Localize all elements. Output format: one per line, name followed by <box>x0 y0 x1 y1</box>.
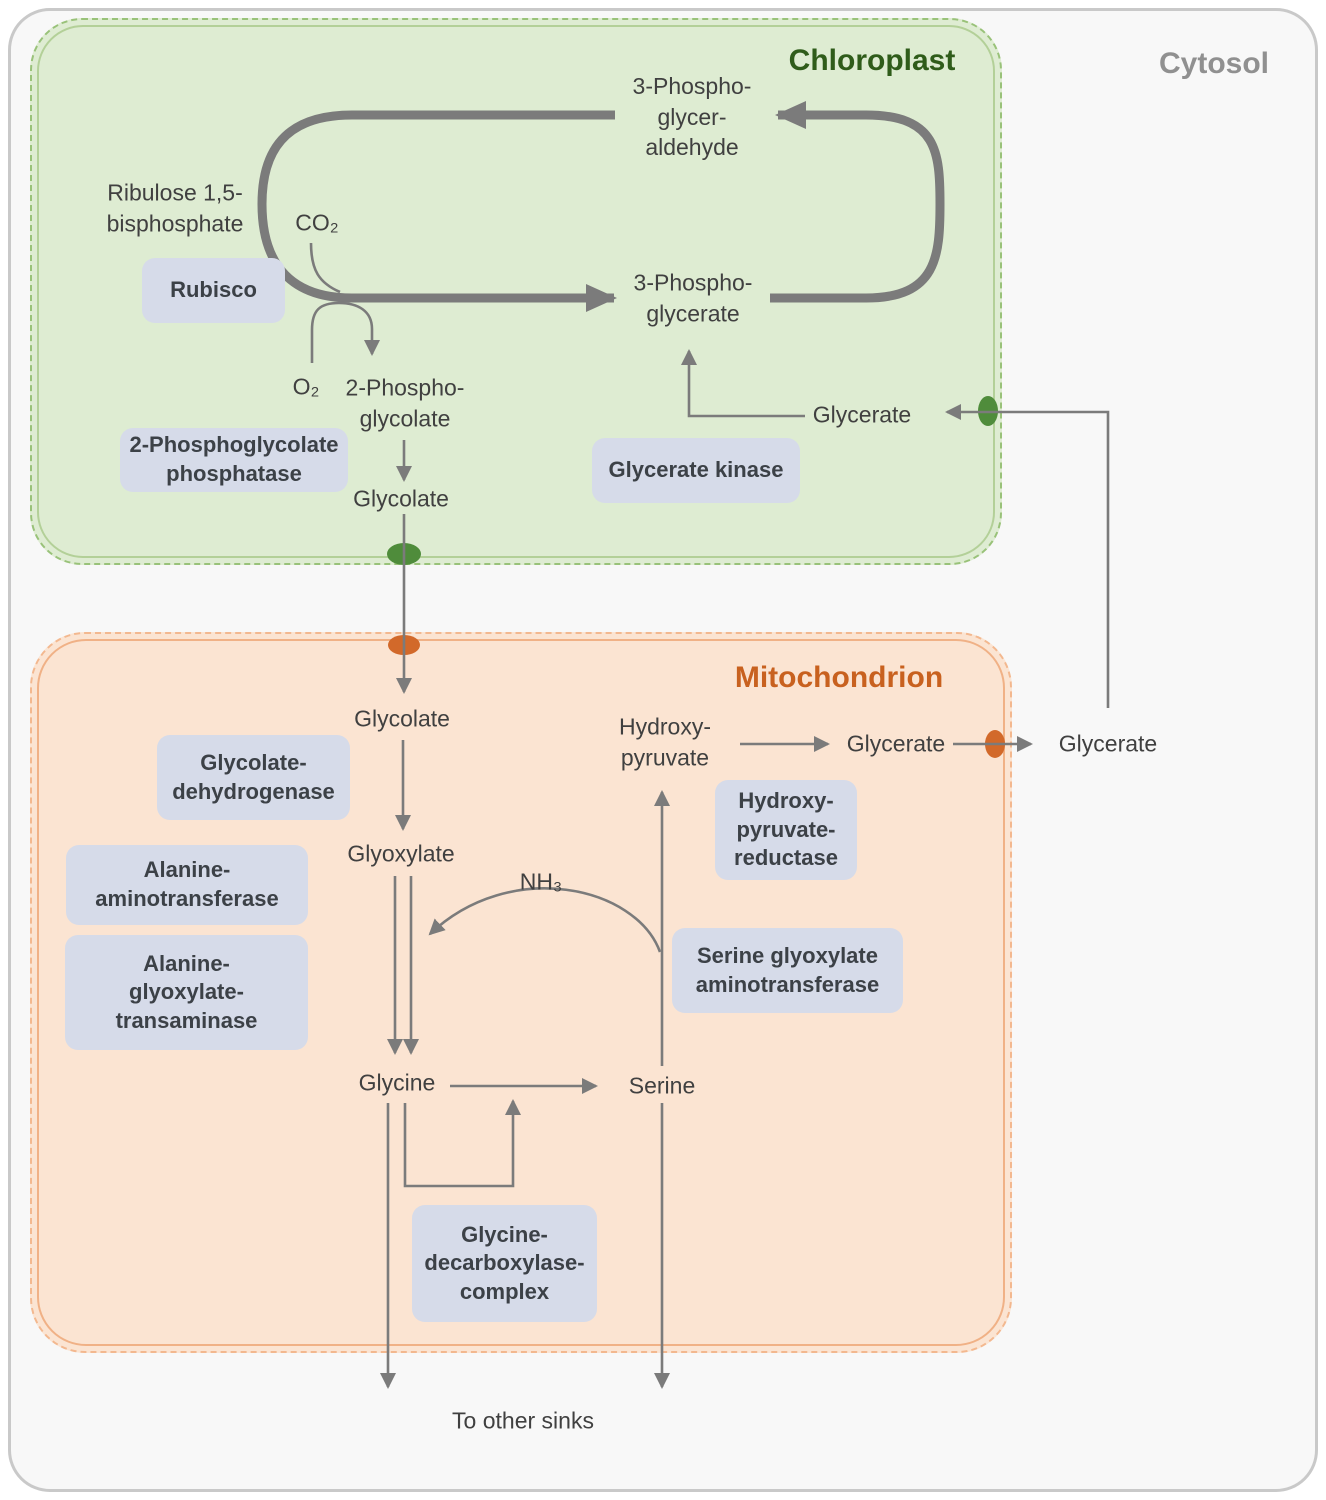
metabolite-glycerate-chloroplast: Glycerate <box>812 401 912 428</box>
label-to-other-sinks: To other sinks <box>452 1407 594 1434</box>
mitochondrion-inner-membrane <box>37 639 1005 1346</box>
enzyme-glycine-decarboxylase-complex: Glycine- decarboxylase- complex <box>412 1205 597 1322</box>
metabolite-glycerate-cytosol: Glycerate <box>1058 730 1158 757</box>
chloroplast-inner-membrane <box>37 25 995 558</box>
enzyme-glycolate-dehydrogenase: Glycolate- dehydrogenase <box>157 735 350 820</box>
metabolite-pga-aldehyde: 3-Phospho- glycer- aldehyde <box>632 73 752 161</box>
enzyme-hydroxypyruvate-reductase: Hydroxy- pyruvate- reductase <box>715 780 857 880</box>
enzyme-phosphoglycolate-phosphatase: 2-Phosphoglycolate phosphatase <box>120 428 348 492</box>
metabolite-co2: CO₂ <box>295 209 339 236</box>
metabolite-hydroxypyruvate: Hydroxy- pyruvate <box>618 713 712 770</box>
cytosol-title: Cytosol <box>1158 47 1270 80</box>
enzyme-alanine-aminotransferase: Alanine- aminotransferase <box>66 845 308 925</box>
metabolite-glycerate-mitochondrion: Glycerate <box>846 730 946 757</box>
chloroplast-title: Chloroplast <box>788 44 956 77</box>
metabolite-glyoxylate: Glyoxylate <box>347 840 455 867</box>
metabolite-ribulose-bisphosphate: Ribulose 1,5- bisphosphate <box>106 179 244 236</box>
metabolite-glycine: Glycine <box>358 1069 436 1096</box>
enzyme-rubisco: Rubisco <box>142 258 285 323</box>
enzyme-serine-glyoxylate-aminotransferase: Serine glyoxylate aminotransferase <box>672 928 903 1013</box>
mitochondrion-title: Mitochondrion <box>734 661 944 694</box>
metabolite-glycolate-chloroplast: Glycolate <box>353 485 449 512</box>
enzyme-alanine-glyoxylate-transaminase: Alanine- glyoxylate- transaminase <box>65 935 308 1050</box>
metabolite-o2: O₂ <box>292 373 320 400</box>
enzyme-glycerate-kinase: Glycerate kinase <box>592 438 800 503</box>
metabolite-phosphoglycolate: 2-Phospho- glycolate <box>345 374 465 431</box>
metabolite-serine: Serine <box>628 1072 696 1099</box>
metabolite-glycolate-mitochondrion: Glycolate <box>354 705 450 732</box>
metabolite-nh3: NH₃ <box>519 868 563 895</box>
metabolite-pga: 3-Phospho- glycerate <box>633 269 753 326</box>
